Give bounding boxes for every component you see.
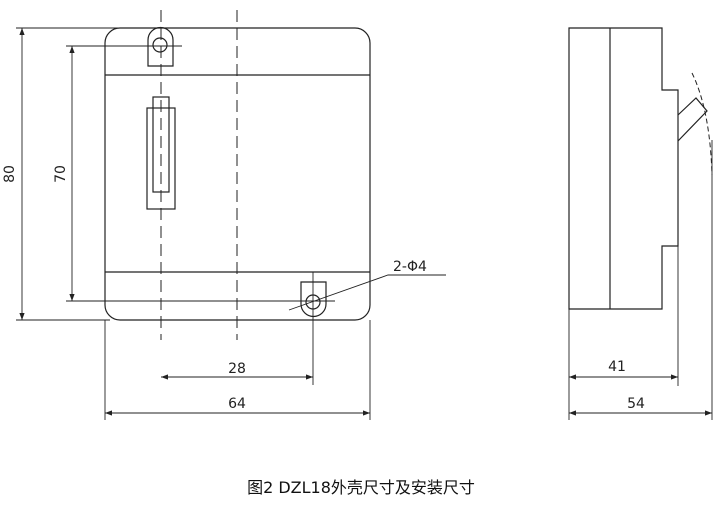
top-mounting-lug <box>147 26 174 67</box>
dim-28-label: 28 <box>228 361 246 377</box>
dim-80-label: 80 <box>2 165 18 183</box>
handle-swing-arc <box>691 72 713 176</box>
front-dimensions: 80 70 28 64 2-Φ4 <box>2 27 446 420</box>
side-handle <box>677 97 708 142</box>
hole-spec-label: 2-Φ4 <box>393 259 427 275</box>
dim-64-label: 64 <box>228 396 246 412</box>
hole-leader-line <box>288 274 446 311</box>
side-outline <box>568 27 679 310</box>
top-mounting-hole <box>152 37 168 53</box>
dim-41-label: 41 <box>608 359 626 375</box>
front-view <box>104 10 371 385</box>
side-view: 41 54 <box>568 27 713 420</box>
dim-54-label: 54 <box>627 396 645 412</box>
bottom-mounting-lug <box>300 281 327 318</box>
dim-70-label: 70 <box>53 165 69 183</box>
figure-caption: 图2 DZL18外壳尺寸及安装尺寸 <box>247 478 475 497</box>
